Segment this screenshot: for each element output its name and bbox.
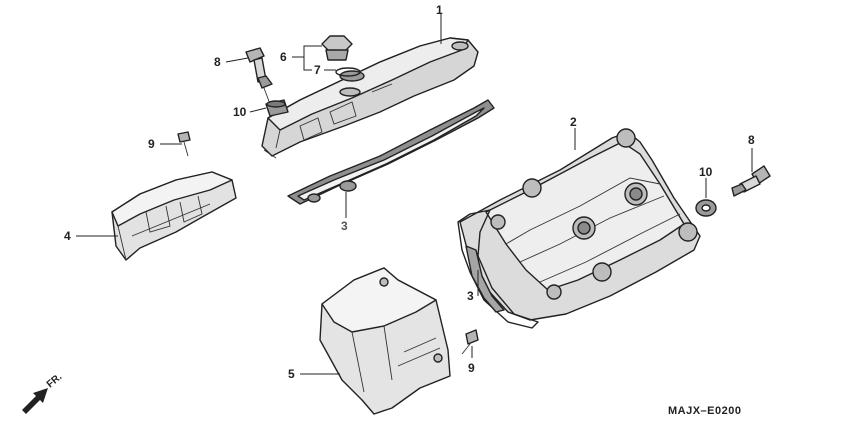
- side-cover-part-4: [111, 171, 237, 261]
- callout-2: 2: [570, 115, 577, 129]
- bolt-part-8-right: [731, 165, 771, 197]
- callout-9-left: 9: [148, 137, 155, 151]
- screw-part-9-lower: [461, 329, 479, 355]
- grommet-part-10-right: [695, 199, 717, 217]
- head-cover-part-2: [459, 128, 701, 321]
- front-direction-label: FR.: [45, 371, 65, 390]
- leader-lines: [76, 14, 753, 375]
- grommet-part-10-upper: [265, 99, 289, 117]
- filler-cap-part-6: [321, 35, 353, 61]
- callout-7: 7: [314, 63, 321, 77]
- callout-8-upper: 8: [214, 55, 221, 69]
- screw-part-9-left: [177, 131, 191, 157]
- o-ring-part-7: [335, 67, 361, 77]
- bolt-part-8-upper: [245, 47, 273, 105]
- callout-3-upper: 3: [341, 219, 348, 233]
- callout-4: 4: [64, 229, 71, 243]
- head-cover-part-1: [261, 37, 479, 159]
- front-direction-arrow: FR.: [22, 371, 64, 414]
- figure-code: MAJX–E0200: [668, 405, 742, 417]
- callout-10-upper: 10: [233, 105, 247, 119]
- callout-8-right: 8: [748, 133, 755, 147]
- cover-part-5: [319, 267, 451, 415]
- gasket-part-3-upper: [287, 99, 495, 205]
- callout-1: 1: [436, 3, 443, 17]
- gasket-part-3-lower: [457, 209, 539, 329]
- callout-9-lower: 9: [468, 361, 475, 375]
- callout-6: 6: [280, 50, 287, 64]
- callout-5: 5: [288, 367, 295, 381]
- callout-10-right: 10: [699, 165, 713, 179]
- callout-3-lower: 3: [467, 289, 474, 303]
